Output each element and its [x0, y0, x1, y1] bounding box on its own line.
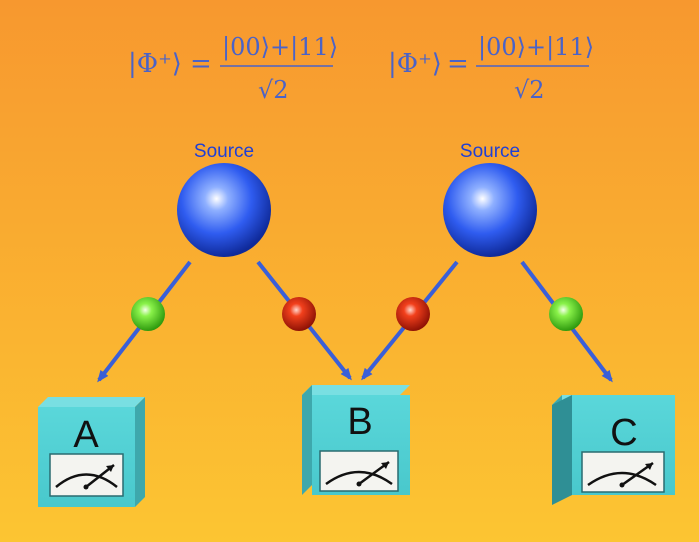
particle-red-1: [282, 297, 316, 331]
detector-C-label: C: [610, 412, 637, 454]
particle-green-2: [549, 297, 583, 331]
detector-B-label: B: [347, 401, 372, 443]
equation-1-denominator: √2: [258, 76, 289, 104]
source-2-sphere: [443, 163, 537, 257]
equation-2-numerator: |00⟩+|11⟩: [478, 33, 594, 62]
source-1-sphere: [177, 163, 271, 257]
particle-green-1: [131, 297, 165, 331]
equation-2-denominator: √2: [514, 76, 545, 104]
equation-1-equals: =: [190, 49, 212, 79]
equation-2-lhs: |Φ⁺⟩: [388, 49, 442, 79]
particle-red-2: [396, 297, 430, 331]
detector-B: B: [302, 385, 410, 495]
source-2-label: Source: [460, 141, 520, 162]
detector-C: C: [552, 395, 675, 505]
detector-A-gauge-icon: [55, 473, 118, 488]
detector-C-gauge-icon: [587, 471, 657, 487]
equation-1: |Φ⁺⟩ = |00⟩+|11⟩ √2: [128, 33, 338, 104]
equation-2-equals: =: [447, 49, 469, 79]
equation-2: |Φ⁺⟩ = |00⟩+|11⟩ √2: [388, 33, 594, 104]
detector-A: A: [38, 397, 145, 507]
equation-1-lhs: |Φ⁺⟩: [128, 49, 182, 79]
source-1-label: Source: [194, 141, 254, 162]
detector-B-gauge-icon: [325, 470, 393, 486]
equation-1-numerator: |00⟩+|11⟩: [222, 33, 338, 62]
detector-A-label: A: [73, 414, 99, 456]
